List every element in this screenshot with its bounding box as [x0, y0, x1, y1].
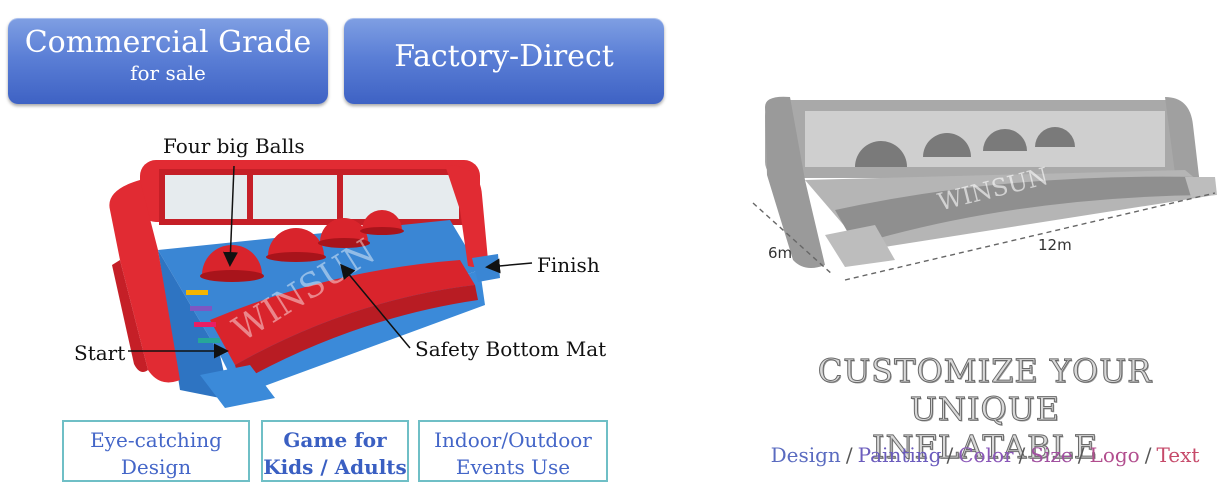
factory-direct-badge: Factory-Direct: [344, 18, 664, 104]
commercial-grade-badge: Commercial Grade for sale: [8, 18, 328, 104]
option-separator: /: [1077, 443, 1085, 467]
grayscale-inflatable-image: WINSUN: [752, 96, 1217, 281]
feature-line: Kids / Adults: [263, 455, 407, 479]
option-color: Color: [958, 443, 1014, 467]
option-painting: Painting: [857, 443, 942, 467]
finish-label: Finish: [537, 253, 600, 277]
option-logo: Logo: [1089, 443, 1140, 467]
for-sale-subtitle: for sale: [130, 61, 206, 85]
option-separator: /: [1144, 443, 1152, 467]
feature-line: Indoor/Outdoor: [434, 428, 592, 452]
option-text: Text: [1156, 443, 1200, 467]
inflatable-product-image: WINSUN: [109, 160, 500, 408]
width-dimension: 6m: [768, 244, 793, 262]
option-separator: /: [1018, 443, 1026, 467]
feature-line: Game for: [283, 428, 387, 452]
safety-bottom-mat-label: Safety Bottom Mat: [415, 337, 607, 361]
factory-direct-label: Factory-Direct: [394, 39, 614, 74]
feature-indoor-outdoor: Indoor/Outdoor Events Use: [418, 420, 608, 482]
length-dimension: 12m: [1038, 236, 1072, 254]
feature-kids-adults: Game for Kids / Adults: [261, 420, 409, 482]
option-separator: /: [946, 443, 954, 467]
customize-heading: CUSTOMIZE YOUR UNIQUE INFLATABLE: [740, 352, 1230, 467]
option-design: Design: [770, 443, 841, 467]
customize-line-2: INFLATABLE: [871, 428, 1099, 467]
start-label: Start: [74, 341, 126, 365]
customization-options: Design/Painting/Color/Size/Logo/Text: [740, 443, 1230, 467]
customize-line-1: CUSTOMIZE YOUR UNIQUE: [817, 352, 1153, 429]
feature-line: Events Use: [455, 455, 571, 479]
feature-line: Design: [120, 455, 192, 479]
commercial-grade-title: Commercial Grade: [24, 25, 312, 60]
feature-eye-catching: Eye-catching Design: [62, 420, 250, 482]
four-balls-label: Four big Balls: [163, 134, 305, 158]
feature-line: Eye-catching: [90, 428, 222, 452]
option-size: Size: [1030, 443, 1073, 467]
option-separator: /: [845, 443, 853, 467]
